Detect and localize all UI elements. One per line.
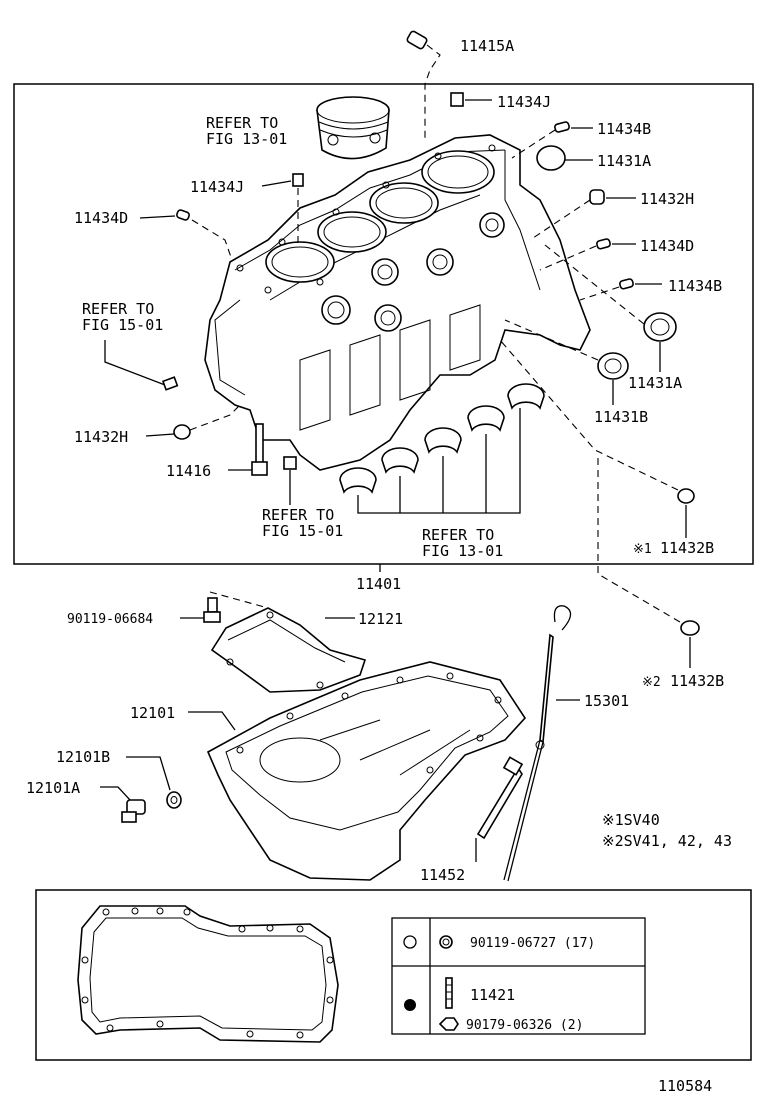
label-90119-06684: 90119-06684	[67, 612, 153, 627]
label-12121: 12121	[358, 610, 403, 628]
label-11432H-left: 11432H	[74, 428, 128, 446]
label-11416: 11416	[166, 462, 211, 480]
guide-tube-11452	[476, 756, 524, 840]
label-15301: 15301	[584, 692, 629, 710]
dipstick-15301	[503, 605, 572, 882]
label-11401: 11401	[356, 575, 401, 593]
ref-piston-line1: REFER TO	[206, 114, 278, 132]
cylinder-block	[204, 134, 591, 471]
label-90179-06326: 90179-06326 (2)	[466, 1018, 583, 1033]
note-sv40: ※1SV40	[602, 811, 660, 829]
label-11432H-right: 11432H	[640, 190, 694, 208]
bolt-90119-06684	[203, 597, 221, 623]
nut-icon	[438, 1017, 459, 1031]
piston-illustration	[316, 96, 390, 160]
ref-left-line1: REFER TO	[82, 300, 154, 318]
note-mark-1: ※1	[633, 542, 652, 557]
plug-11434J-top	[450, 92, 464, 107]
ref-left-line2: FIG 15-01	[82, 316, 163, 334]
label-11432B-1: 11432B	[660, 539, 714, 557]
open-circle-icon	[403, 935, 417, 949]
label-11432B-2: 11432B	[670, 672, 724, 690]
drain-plug-12101A	[121, 799, 146, 823]
label-11431A-right: 11431A	[628, 374, 682, 392]
cylinder-block-frame	[13, 83, 754, 565]
label-12101: 12101	[130, 704, 175, 722]
oil-pan-12101	[206, 661, 527, 881]
crankshaft-bearings	[339, 383, 545, 514]
label-90119-06727: 90119-06727 (17)	[470, 936, 595, 951]
label-12101B: 12101B	[56, 748, 110, 766]
label-11431A-top: 11431A	[597, 152, 651, 170]
ref-bearing-line1: REFER TO	[262, 506, 334, 524]
plug-11415A	[406, 30, 428, 50]
label-11415A: 11415A	[460, 37, 514, 55]
gasket-box	[35, 889, 752, 1061]
ref-piston-line2: FIG 13-01	[206, 130, 287, 148]
fastener-legend	[391, 917, 646, 1035]
bolt-head-icon	[439, 935, 453, 949]
label-11434J-left: 11434J	[190, 178, 244, 196]
stud-icon	[445, 977, 453, 1009]
ref-bearing-line2: FIG 15-01	[262, 522, 343, 540]
label-12101A: 12101A	[26, 779, 80, 797]
label-11434D-right: 11434D	[640, 237, 694, 255]
baffle-plate-12121	[210, 607, 367, 693]
filled-circle-icon	[404, 999, 416, 1011]
label-11434B-right: 11434B	[668, 277, 722, 295]
label-11434J-top: 11434J	[497, 93, 551, 111]
note-sv41-42-43: ※2SV41, 42, 43	[602, 832, 732, 850]
label-11434D-left: 11434D	[74, 209, 128, 227]
note-mark-2: ※2	[642, 675, 661, 690]
ref-bearing-right-line1: REFER TO	[422, 526, 494, 544]
label-11421: 11421	[470, 986, 515, 1004]
label-11431B: 11431B	[594, 408, 648, 426]
label-11434B-top: 11434B	[597, 120, 651, 138]
ref-bearing-right-line2: FIG 13-01	[422, 542, 503, 560]
oil-pan-gasket	[77, 905, 339, 1043]
label-11452: 11452	[420, 866, 465, 884]
figure-number: 110584	[658, 1077, 712, 1095]
